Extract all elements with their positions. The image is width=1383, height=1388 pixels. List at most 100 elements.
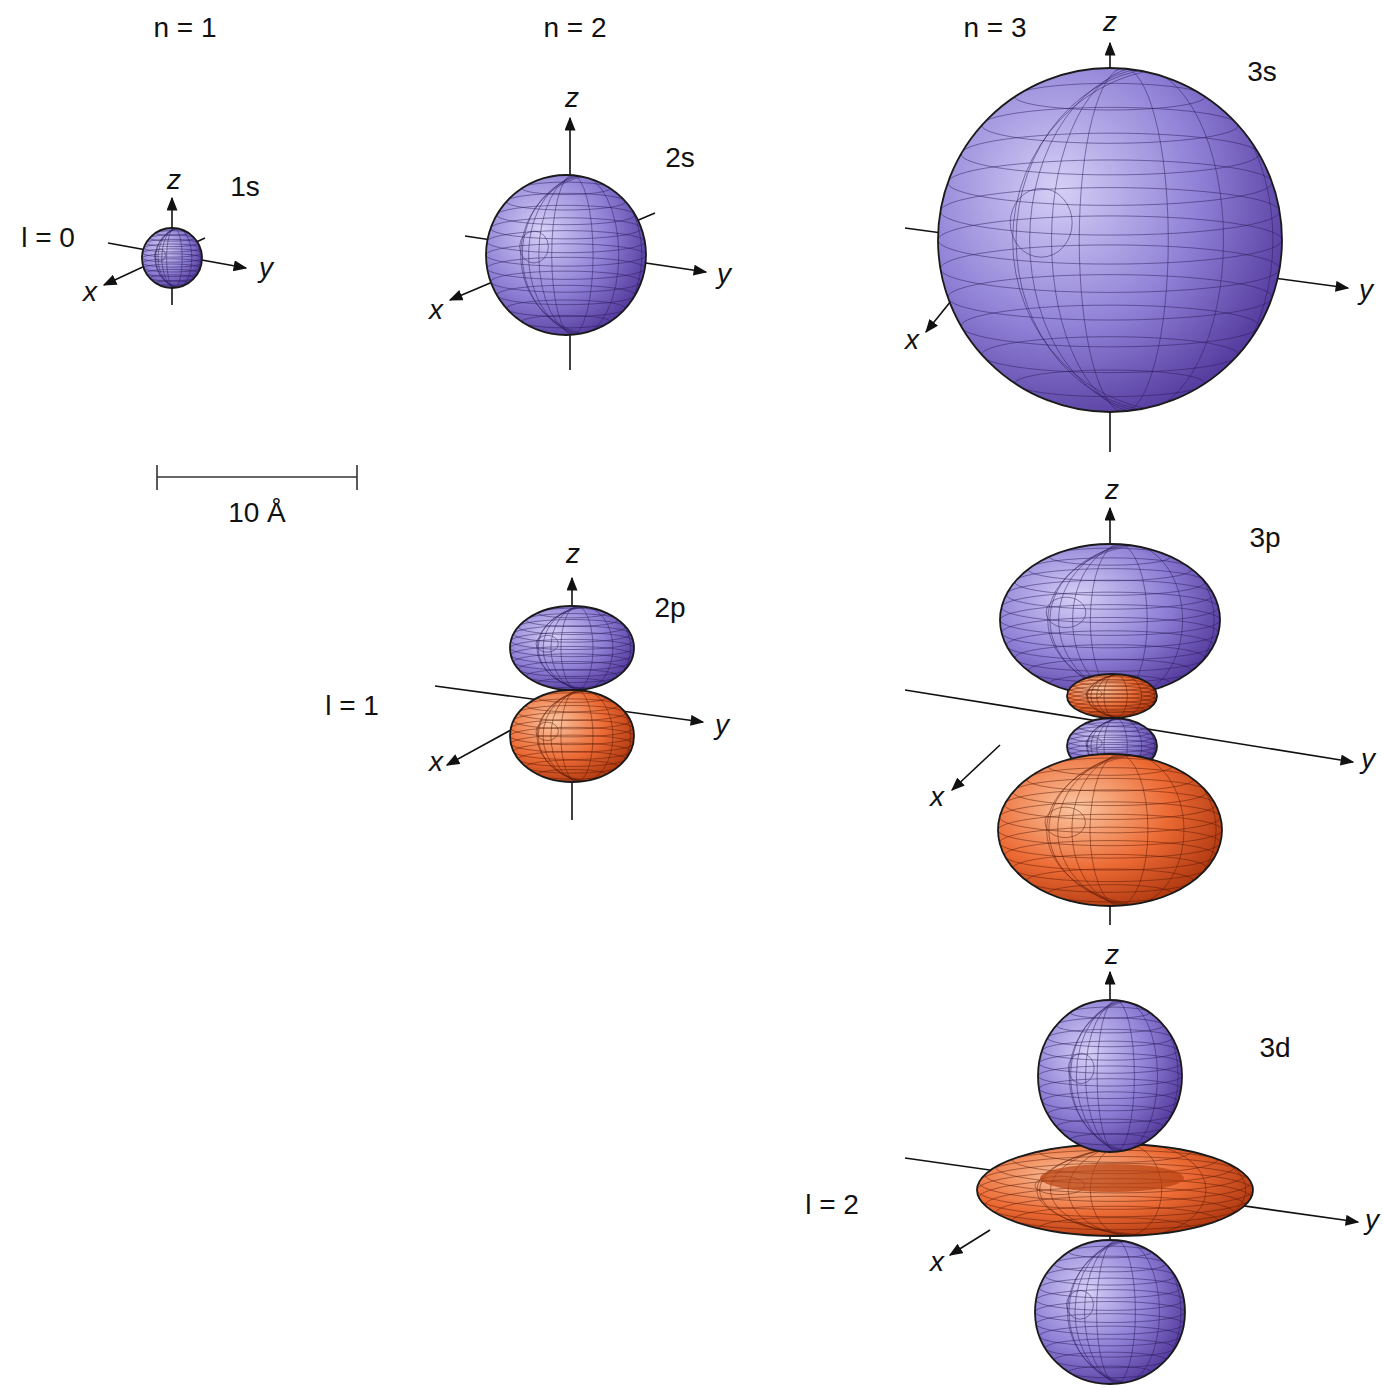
lobe-fill — [486, 175, 646, 335]
scale-line — [157, 476, 357, 478]
axis-label: y — [1357, 275, 1375, 306]
mesh-line — [1047, 754, 1263, 906]
mesh-line — [948, 275, 1272, 320]
mesh-line — [1090, 754, 1148, 906]
mesh-line — [1048, 1029, 1173, 1046]
axis-label: y — [257, 253, 275, 284]
mesh-line — [1097, 1000, 1134, 1152]
orbital-label: 3s — [1245, 57, 1279, 88]
mesh-line — [526, 670, 618, 683]
mesh-line — [506, 300, 625, 317]
axis-label: y — [715, 259, 733, 290]
orbital-label: 3d — [1257, 1033, 1292, 1064]
mesh-line — [1015, 645, 1206, 672]
lobe-fill — [998, 754, 1222, 906]
mesh-lines — [142, 228, 213, 288]
mesh-lines — [1038, 1000, 1208, 1152]
mesh-line — [1073, 680, 1151, 691]
mesh-line — [1090, 544, 1147, 696]
column-header: n = 1 — [151, 13, 218, 44]
axis-label: y — [713, 710, 731, 741]
axis-label: y — [1359, 744, 1377, 775]
lobe-outline — [510, 690, 634, 782]
mesh-line — [1027, 768, 1194, 791]
mesh-line — [961, 133, 1259, 175]
mesh-line — [1012, 1206, 1218, 1235]
lobe-fill — [1035, 1240, 1185, 1384]
mesh-line — [1045, 1339, 1175, 1357]
mesh-line — [537, 606, 657, 690]
mesh-line — [1070, 1134, 1150, 1145]
row-header: l = 2 — [803, 1190, 861, 1221]
mesh-line — [1067, 1290, 1094, 1319]
lobe-fill — [142, 228, 202, 288]
scale-label: 10 Å — [226, 498, 288, 529]
mesh-line — [1048, 1105, 1173, 1122]
orbital-lobe — [977, 1141, 1303, 1239]
axis-label: z — [1101, 7, 1119, 38]
mesh-line — [1069, 1000, 1208, 1152]
mesh-line — [1013, 68, 1345, 412]
mesh-line — [1042, 1041, 1178, 1060]
mesh-line — [1068, 686, 1157, 698]
mesh-lines — [1067, 674, 1173, 718]
mesh-line — [1104, 674, 1127, 718]
axis-label: x — [903, 325, 921, 356]
orbital-lobe — [510, 690, 657, 782]
mesh-line — [1036, 1290, 1184, 1311]
mesh-line — [1006, 631, 1213, 660]
orbital-lobe — [1035, 1240, 1212, 1384]
mesh-line — [1079, 68, 1168, 412]
column-header: n = 3 — [961, 13, 1028, 44]
mesh-line — [979, 1163, 1251, 1201]
mesh-lines — [510, 690, 657, 782]
mesh-line — [1010, 188, 1072, 257]
scale-tick — [356, 465, 358, 490]
lobe-outline — [486, 175, 646, 335]
mesh-line — [995, 1196, 1234, 1229]
orbital-lobe — [486, 175, 675, 335]
mesh-line — [167, 228, 183, 288]
mesh-line — [1039, 1278, 1180, 1298]
mesh-line — [948, 160, 1272, 205]
mesh-line — [510, 727, 634, 744]
mesh-line — [561, 606, 593, 690]
mesh-line — [1048, 544, 1261, 696]
lobe-outline — [1035, 1240, 1185, 1384]
torus-hole — [1040, 1164, 1184, 1192]
mesh-line — [529, 175, 642, 335]
mesh-line — [1097, 674, 1142, 718]
mesh-line — [1058, 754, 1216, 906]
mesh-line — [552, 175, 593, 335]
orbital-lobe — [998, 754, 1263, 906]
column-header: n = 2 — [541, 13, 608, 44]
mesh-line — [1039, 1053, 1181, 1073]
mesh-line — [1054, 1256, 1166, 1272]
mesh-line — [1086, 738, 1102, 749]
lobe-fill — [1067, 674, 1157, 718]
mesh-line — [1086, 1000, 1158, 1152]
mesh-line — [511, 735, 633, 752]
mesh-line — [1030, 68, 1273, 412]
mesh-line — [1039, 1079, 1181, 1099]
mesh-line — [1045, 1267, 1175, 1285]
mesh-line — [1085, 1240, 1160, 1384]
orbital-lobe — [938, 68, 1345, 412]
mesh-line — [982, 107, 1238, 143]
mesh-line — [1000, 827, 1221, 858]
mesh-line — [518, 705, 625, 720]
mesh-line — [526, 760, 618, 773]
mesh-lines — [510, 606, 657, 690]
orbital-lobe — [1000, 544, 1260, 696]
lobe-fill — [510, 606, 634, 690]
mesh-line — [1002, 592, 1219, 622]
mesh-line — [514, 654, 631, 670]
mesh-line — [526, 614, 618, 627]
mesh-line — [982, 337, 1238, 373]
lobe-outline — [977, 1144, 1253, 1236]
mesh-lines — [1000, 544, 1260, 696]
mesh-line — [1059, 544, 1215, 696]
mesh-line — [1013, 854, 1207, 881]
orbital-lobe — [1067, 674, 1173, 718]
mesh-line — [1035, 1302, 1185, 1323]
